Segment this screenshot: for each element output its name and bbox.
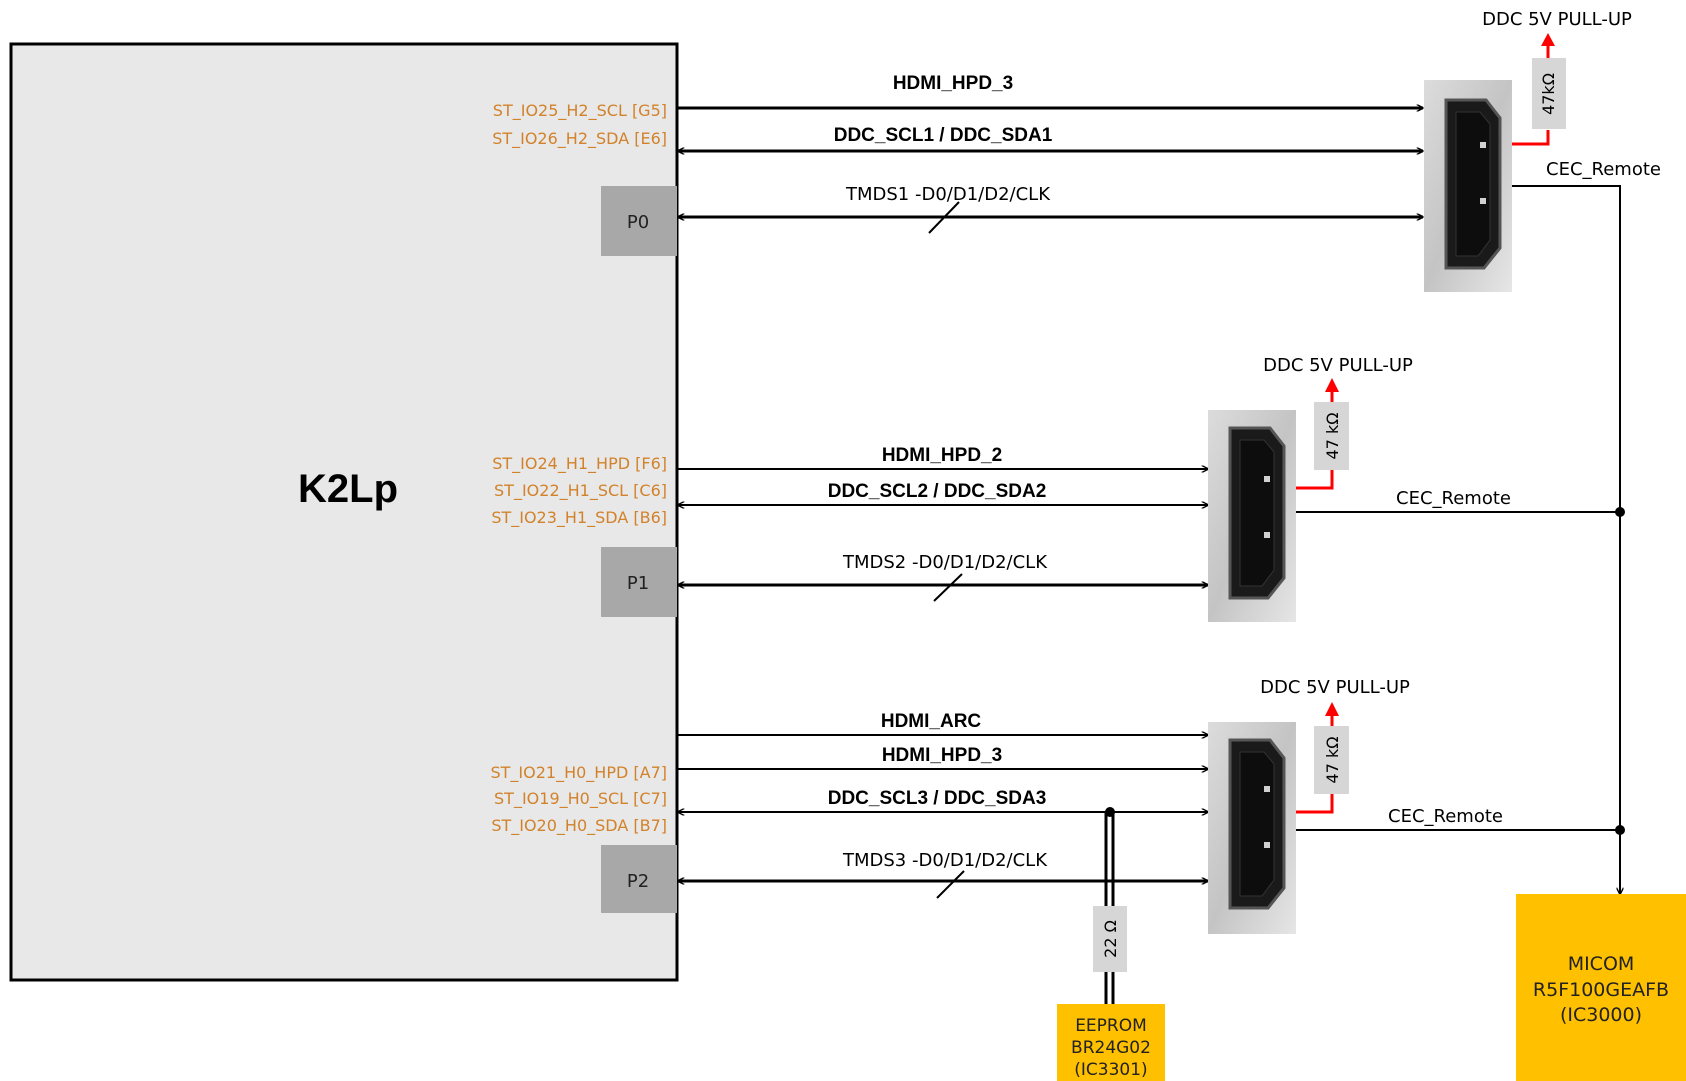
pullup3-arrowhead (1325, 702, 1339, 716)
hdmi-connector-3 (1208, 722, 1296, 934)
pullup1-red-wire (1512, 130, 1548, 144)
micom-part: R5F100GEAFB (1533, 979, 1669, 1001)
tmds2-label: TMDS2 -D0/D1/D2/CLK (842, 552, 1048, 573)
resistor-47k-1-label: 47kΩ (1539, 73, 1558, 115)
cec-label-2: CEC_Remote (1396, 488, 1511, 509)
pin-label: ST_IO22_H1_SCL [C6] (494, 481, 667, 501)
port-p1-label: P1 (627, 573, 649, 594)
ddc3-label: DDC_SCL3 / DDC_SDA3 (828, 788, 1047, 809)
soc-label: K2Lp (298, 467, 398, 511)
pin-label: ST_IO26_H2_SDA [E6] (492, 129, 667, 149)
hdmi-connector-2 (1208, 410, 1296, 622)
resistor-47k-3-label: 47 kΩ (1323, 737, 1342, 784)
cec-junction-3 (1615, 825, 1625, 835)
micom-ref: (IC3000) (1560, 1004, 1642, 1026)
hpd2-label: HDMI_HPD_2 (882, 445, 1002, 466)
pullup2-arrowhead (1325, 378, 1339, 392)
eeprom-name: EEPROM (1075, 1016, 1147, 1036)
pullup3-red-wire (1296, 794, 1332, 812)
tmds3-bus-slash (937, 871, 964, 898)
pullup2-red-wire (1296, 470, 1332, 488)
hdmi-connector-1 (1424, 80, 1512, 292)
resistor-22ohm-label: 22 Ω (1101, 920, 1120, 958)
arc-label: HDMI_ARC (881, 711, 982, 732)
pin-label: ST_IO25_H2_SCL [G5] (493, 101, 667, 121)
tmds1-label: TMDS1 -D0/D1/D2/CLK (845, 184, 1051, 205)
cec-label-3: CEC_Remote (1388, 806, 1503, 827)
pin-label: ST_IO20_H0_SDA [B7] (491, 816, 667, 836)
port-p2-label: P2 (627, 871, 649, 892)
hpd3-top-label: HDMI_HPD_3 (893, 73, 1013, 94)
tmds2-bus-slash (934, 574, 962, 601)
hpd3-label: HDMI_HPD_3 (882, 745, 1002, 766)
ddc1-label: DDC_SCL1 / DDC_SDA1 (834, 125, 1053, 146)
pin-label: ST_IO23_H1_SDA [B6] (491, 508, 667, 528)
pin-label: ST_IO21_H0_HPD [A7] (490, 763, 667, 783)
pullup3-label: DDC 5V PULL-UP (1260, 677, 1410, 698)
ddc2-label: DDC_SCL2 / DDC_SDA2 (828, 481, 1047, 502)
pullup1-label: DDC 5V PULL-UP (1482, 9, 1632, 30)
micom-name: MICOM (1568, 953, 1635, 975)
pin-label: ST_IO24_H1_HPD [F6] (492, 454, 667, 474)
pullup2-label: DDC 5V PULL-UP (1263, 355, 1413, 376)
pin-label: ST_IO19_H0_SCL [C7] (494, 789, 667, 809)
pullup1-arrowhead (1541, 33, 1555, 46)
eeprom-ref: (IC3301) (1074, 1060, 1147, 1080)
cec-label-1: CEC_Remote (1546, 159, 1661, 180)
eeprom-part: BR24G02 (1071, 1038, 1151, 1058)
cec-junction-2 (1615, 507, 1625, 517)
cec-line-1 (1512, 186, 1620, 893)
resistor-47k-2-label: 47 kΩ (1323, 413, 1342, 460)
tmds3-label: TMDS3 -D0/D1/D2/CLK (842, 850, 1048, 871)
port-p0-label: P0 (627, 212, 649, 233)
